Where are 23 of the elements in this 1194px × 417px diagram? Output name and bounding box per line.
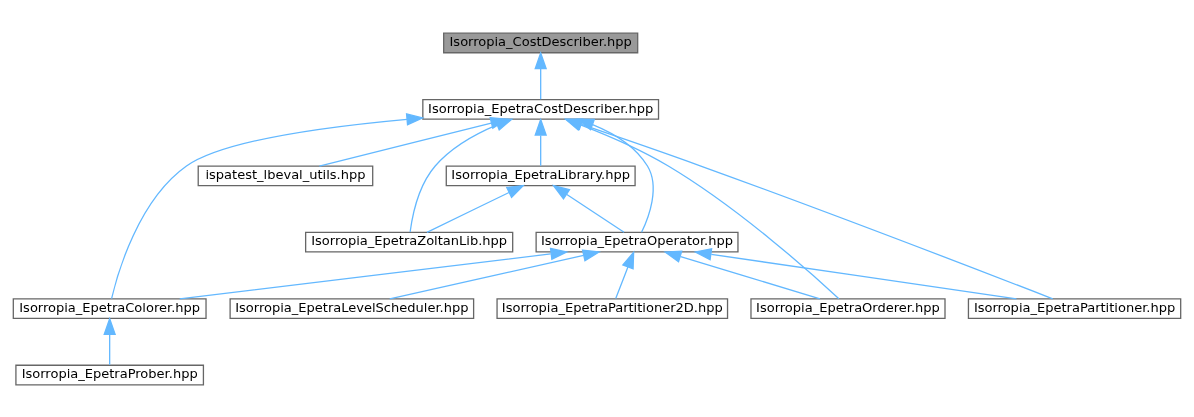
arrow <box>534 117 548 166</box>
node-box: ispatest_lbeval_utils.hpp <box>197 164 374 186</box>
arrow <box>179 247 569 299</box>
node-box: Isorropia_EpetraCostDescriber.hpp <box>422 98 660 120</box>
node-box: Isorropia_EpetraLibrary.hpp <box>445 164 636 186</box>
node-box: Isorropia_CostDescriber.hpp <box>443 32 639 53</box>
arrow <box>110 112 425 299</box>
arrow <box>389 248 601 299</box>
arrow <box>615 249 635 299</box>
node-box: Isorropia_EpetraColorer.hpp <box>12 297 207 319</box>
arrow <box>426 184 525 233</box>
node-box: Isorropia_EpetraPartitioner.hpp <box>967 297 1182 319</box>
arrow <box>551 183 625 233</box>
arrow <box>534 50 548 100</box>
node-box: Isorropia_EpetraZoltanLib.hpp <box>305 231 514 253</box>
arrow <box>103 316 117 365</box>
node-box: Isorropia_EpetraProber.hpp <box>15 364 205 385</box>
node-box: Isorropia_EpetraOperator.hpp <box>535 231 739 253</box>
node-box: Isorropia_EpetraLevelScheduler.hpp <box>229 297 475 319</box>
arrow <box>693 247 1018 299</box>
node-box: Isorropia_EpetraPartitioner2D.hpp <box>496 297 729 319</box>
node-box: Isorropia_EpetraOrderer.hpp <box>750 297 946 319</box>
arrow <box>663 250 821 299</box>
